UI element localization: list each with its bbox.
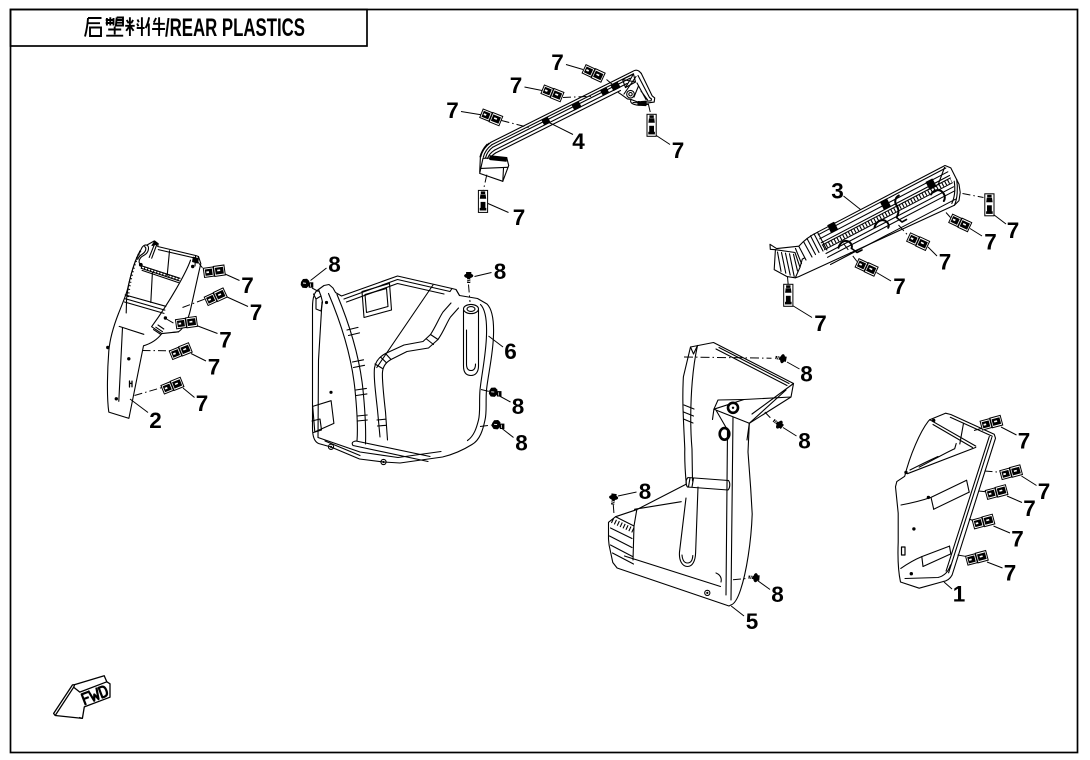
svg-text:7: 7 — [513, 205, 526, 230]
svg-text:/REAR PLASTICS: /REAR PLASTICS — [165, 14, 305, 42]
svg-text:7: 7 — [672, 138, 685, 163]
svg-text:7: 7 — [208, 355, 221, 380]
svg-text:7: 7 — [219, 328, 232, 353]
svg-text:7: 7 — [510, 73, 523, 98]
svg-text:7: 7 — [814, 311, 827, 336]
svg-text:8: 8 — [515, 431, 528, 456]
svg-text:7: 7 — [1018, 429, 1031, 454]
svg-text:7: 7 — [196, 391, 209, 416]
svg-text:8: 8 — [798, 429, 811, 454]
svg-text:8: 8 — [800, 362, 813, 387]
svg-text:4: 4 — [572, 129, 585, 154]
svg-text:7: 7 — [893, 274, 906, 299]
svg-text:5: 5 — [746, 609, 759, 634]
svg-text:8: 8 — [639, 479, 652, 504]
svg-text:8: 8 — [494, 259, 507, 284]
svg-text:7: 7 — [446, 98, 459, 123]
svg-text:6: 6 — [504, 339, 517, 364]
svg-text:7: 7 — [250, 300, 263, 325]
svg-text:7: 7 — [241, 273, 254, 298]
svg-text:3: 3 — [831, 179, 844, 204]
svg-text:7: 7 — [1038, 479, 1051, 504]
svg-text:7: 7 — [551, 50, 564, 75]
svg-text:1: 1 — [953, 582, 966, 607]
svg-text:7: 7 — [939, 250, 952, 275]
svg-text:8: 8 — [328, 252, 341, 277]
svg-text:7: 7 — [984, 230, 997, 255]
svg-text:2: 2 — [149, 408, 162, 433]
svg-text:8: 8 — [512, 394, 525, 419]
svg-text:7: 7 — [1004, 561, 1017, 586]
svg-text:7: 7 — [1007, 218, 1020, 243]
svg-text:8: 8 — [771, 582, 784, 607]
svg-text:7: 7 — [1023, 496, 1036, 521]
svg-text:7: 7 — [1011, 527, 1024, 552]
